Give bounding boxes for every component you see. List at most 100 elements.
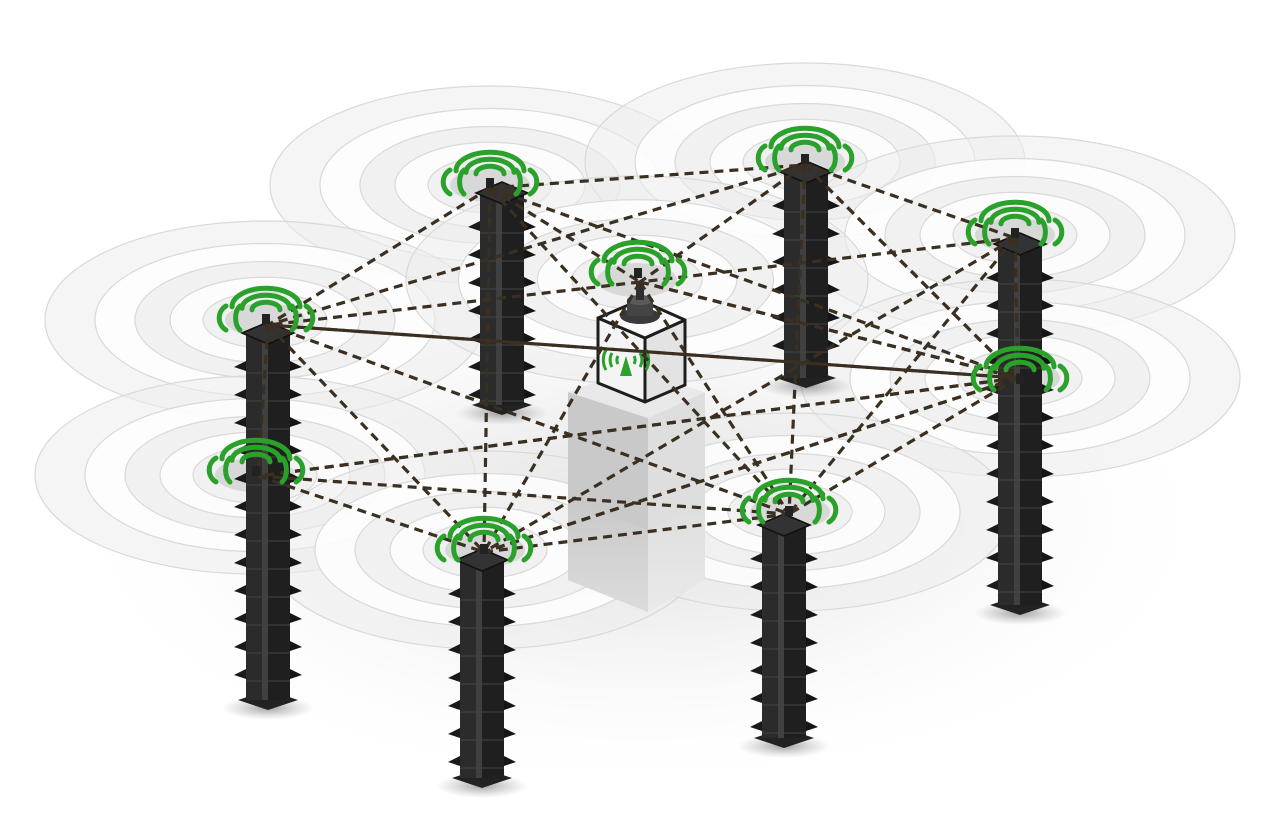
logo-wave-left	[615, 355, 620, 365]
pillar-fin	[468, 221, 480, 231]
signal-arc-top	[1003, 359, 1037, 373]
signal-arc-right	[1052, 217, 1065, 247]
pillar-highlight	[800, 172, 806, 378]
signal-arc-top	[457, 522, 511, 541]
signal-arc-top	[752, 477, 826, 502]
signal-arc-top	[229, 285, 303, 310]
mesh-link-n6-n7	[257, 474, 485, 554]
signal-arc-right	[289, 303, 299, 333]
pillar-fin	[448, 616, 460, 626]
pillar-fin	[986, 524, 998, 534]
mesh-link-n4-n8	[267, 323, 790, 516]
pillar-fin	[1042, 440, 1054, 450]
signal-arc-right	[826, 495, 839, 525]
signal-arc-left	[457, 167, 467, 197]
pillar-fin	[524, 221, 536, 231]
pillar-fin	[986, 580, 998, 590]
pillar-fin	[468, 361, 480, 371]
logo-wave-right	[638, 352, 644, 368]
pillar-fin	[234, 361, 246, 371]
pillar-fin	[986, 468, 998, 478]
pillar-fin	[828, 284, 840, 294]
signal-arc-top	[621, 253, 655, 267]
logo-triangle	[620, 356, 632, 376]
pillar-fin	[772, 256, 784, 266]
pillar-fin	[290, 641, 302, 651]
signal-arc-right	[1057, 363, 1070, 393]
pillar-fin	[806, 581, 818, 591]
mesh-link-gw-n3	[639, 236, 1016, 284]
logo-wave-left	[601, 349, 608, 371]
node-antenna-icon	[1016, 374, 1024, 384]
pillar-fin	[290, 445, 302, 455]
mesh-link-n6-n8	[257, 474, 790, 516]
wifi-signal-icon	[755, 125, 855, 173]
mesh-link-n6-n9	[257, 376, 1019, 478]
signal-arc-top	[762, 484, 816, 503]
pillar-fin	[806, 609, 818, 619]
signal-arc-left	[982, 217, 992, 247]
pillar-fin	[986, 328, 998, 338]
signal-arc-top	[249, 299, 283, 313]
pillar-highlight	[778, 525, 784, 738]
pillar-n8	[738, 513, 830, 758]
mesh-link-n1-n4	[267, 186, 491, 327]
node-antenna-icon	[634, 268, 642, 278]
pillar-highlight	[262, 333, 268, 700]
pillar-n4	[222, 321, 314, 720]
logo-wave-right	[632, 355, 637, 365]
signal-arc-left	[588, 257, 601, 287]
signal-arc-left	[233, 303, 243, 333]
wifi-signal-icon	[965, 199, 1065, 247]
pillar-fin	[234, 585, 246, 595]
mesh-link-n1-n2	[489, 163, 806, 190]
signal-arc-right	[527, 167, 540, 197]
signal-arc-top	[239, 292, 293, 311]
mesh-links-layer	[256, 163, 1020, 554]
pillar-fin	[986, 300, 998, 310]
pillar-fin	[986, 440, 998, 450]
mesh-link-n2-n8	[787, 164, 807, 515]
pillar-fin	[290, 529, 302, 539]
signal-arc-right	[828, 143, 838, 173]
pillar-fin	[504, 700, 516, 710]
signal-arc-left	[605, 257, 615, 287]
wifi-signal-icon	[588, 239, 688, 287]
signal-arc-top	[772, 491, 806, 505]
pillar-fin	[524, 249, 536, 259]
signal-icons-layer	[206, 125, 1070, 563]
pillar-fin	[234, 473, 246, 483]
signal-arc-top	[993, 352, 1047, 371]
node-antenna-icon	[486, 178, 494, 188]
pillar-fin	[234, 417, 246, 427]
pillar-fin	[750, 665, 762, 675]
signal-arc-top	[611, 246, 665, 265]
mesh-link-n7-n9	[483, 376, 1019, 554]
pillar-shaft-right	[502, 193, 524, 405]
pillars-layer	[222, 160, 1066, 798]
pillar-cap	[756, 513, 812, 537]
signal-arc-left	[223, 455, 233, 485]
pillar-fin	[772, 340, 784, 350]
pillar-highlight	[476, 560, 482, 778]
mesh-link-n1-n5	[489, 186, 1019, 380]
signal-arc-top	[453, 149, 527, 174]
pillar-fin	[828, 312, 840, 322]
signal-arc-right	[293, 455, 306, 485]
pillar-fin	[234, 641, 246, 651]
mesh-link-n2-n4	[267, 163, 806, 327]
pillar-fin	[468, 389, 480, 399]
signal-arc-left	[451, 533, 461, 563]
signal-arc-top	[239, 451, 273, 465]
pillar-fin	[504, 588, 516, 598]
mesh-link-gw-n5	[639, 280, 1019, 380]
pillar-fin	[448, 728, 460, 738]
pillar-fin	[750, 693, 762, 703]
mesh-link-gw-n8	[638, 281, 791, 515]
wifi-signal-icon	[440, 149, 540, 197]
signal-arc-top	[473, 163, 507, 177]
pillar-fin	[448, 756, 460, 766]
pillar-fin	[806, 693, 818, 703]
